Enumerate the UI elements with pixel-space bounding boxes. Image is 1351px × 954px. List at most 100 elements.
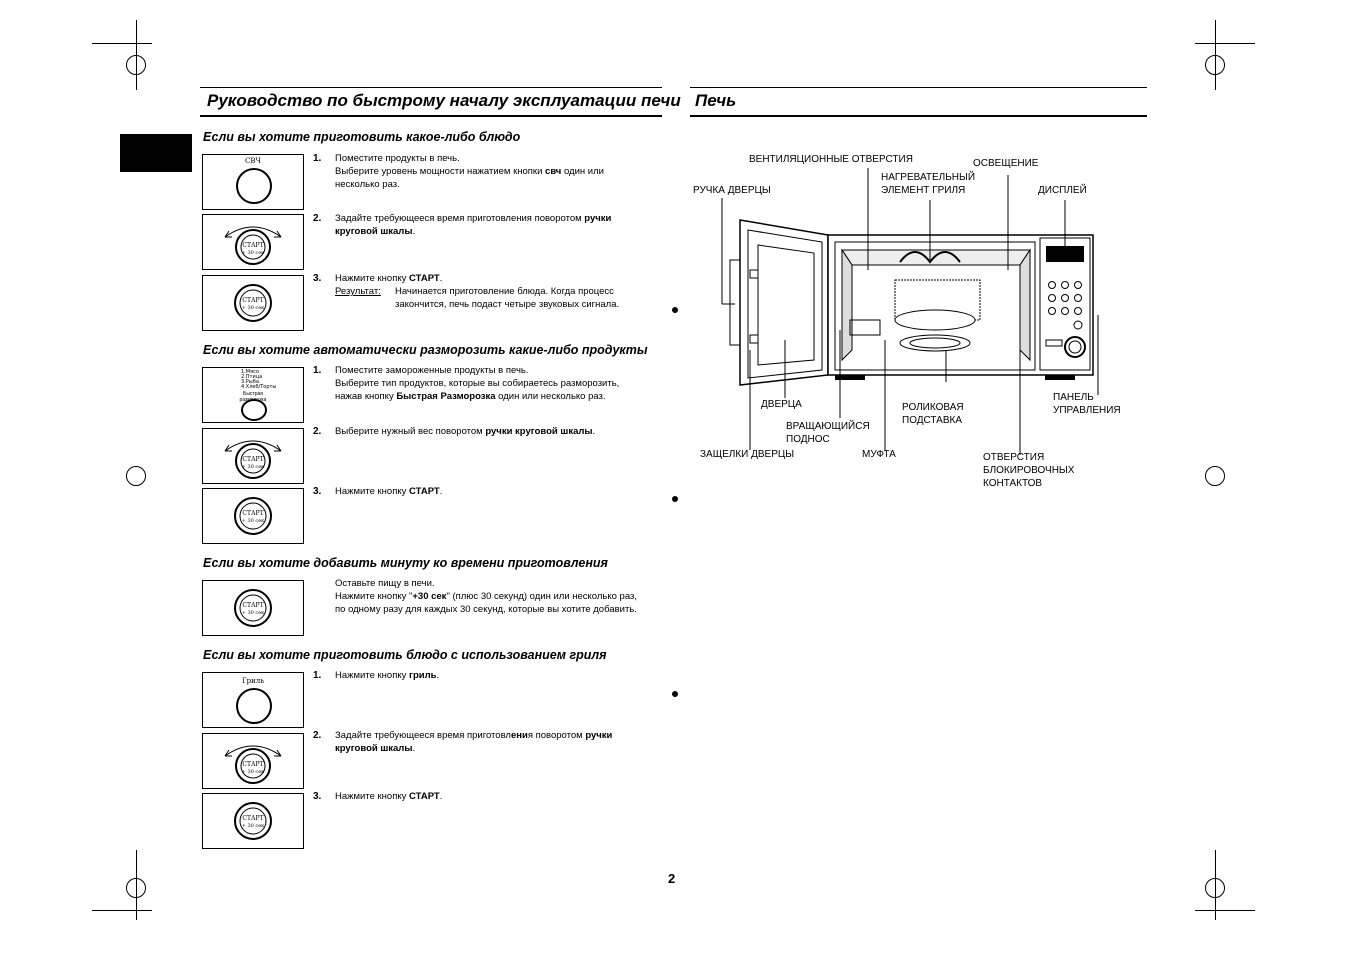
registration-mark [1205, 878, 1225, 898]
label-light: ОСВЕЩЕНИЕ [973, 158, 1039, 169]
step-line: Поместите замороженные продукты в печь. [335, 365, 529, 376]
label-line: ПОДНОС [786, 434, 830, 445]
svg-text:СТАРТ: СТАРТ [242, 602, 263, 609]
step-line: Поместите продукты в печь. [335, 153, 460, 164]
step-text: Нажмите кнопку СТАРТ. [335, 485, 665, 498]
step-keyword: ручки [585, 730, 613, 741]
label-line: РОЛИКОВАЯ [902, 402, 964, 413]
step-line: . [436, 670, 440, 681]
label-line: ПАНЕЛЬ [1053, 392, 1094, 403]
step-line: Нажмите кнопку [335, 486, 409, 497]
svch-button-icon [236, 168, 272, 204]
step-number: 1. [313, 670, 322, 681]
step-illustration-dial: СТАРТ + 30 сек [202, 733, 304, 789]
section-heading: Если вы хотите приготовить блюдо с испол… [203, 648, 607, 662]
oven-diagram [721, 168, 1099, 455]
start-button-icon: СТАРТ + 30 сек [234, 802, 272, 840]
step-line: нажав кнопку [335, 391, 397, 402]
label-tray: ВРАЩАЮЩИЙСЯ ПОДНОС [786, 420, 870, 446]
svg-text:+ 30 сек: + 30 сек [242, 464, 265, 470]
title-rule [200, 115, 662, 117]
start-button-icon: СТАРТ + 30 сек [234, 497, 272, 535]
svg-text:+ 30 сек: + 30 сек [242, 518, 265, 524]
right-page-title: Печь [695, 91, 737, 110]
label-line: КОНТАКТОВ [983, 478, 1043, 489]
step-line: я поворотом [527, 730, 586, 741]
step-number: 2. [313, 730, 322, 741]
step-line: . [412, 743, 416, 754]
label-line: УПРАВЛЕНИЯ [1053, 405, 1121, 416]
svg-text:СТАРТ: СТАРТ [242, 297, 263, 304]
step-line: Выберите нужный вес поворотом [335, 426, 486, 437]
svg-text:+ 30 сек: + 30 сек [242, 769, 265, 775]
title-rule-top [690, 87, 1147, 88]
step-keyword: ени [510, 730, 528, 741]
title-rule-top [200, 87, 662, 88]
step-keyword: ручки круговой шкалы [485, 426, 593, 437]
label-line: ПОДСТАВКА [902, 415, 963, 426]
step-number: 1. [313, 153, 322, 164]
label-line: ВРАЩАЮЩИЙСЯ [786, 421, 870, 432]
dial-knob-icon: СТАРТ + 30 сек [224, 226, 282, 265]
crop-mark [1195, 43, 1255, 44]
step-line: Выберите уровень мощности нажатием кнопк… [335, 166, 546, 177]
step-line: один или несколько раз. [495, 391, 606, 402]
section-heading: Если вы хотите приготовить какое-либо бл… [203, 130, 521, 144]
step-keyword: свч [545, 166, 562, 177]
step-keyword: круговой шкалы [335, 743, 413, 754]
left-page-title: Руководство по быстрому началу эксплуата… [207, 91, 681, 110]
defrost-list: 1.Мясо 2.Птица 3.Рыба 4.Хлеб/Торты [241, 370, 276, 390]
label-roller: РОЛИКОВАЯ ПОДСТАВКА [902, 401, 964, 427]
step-illustration-grill: Гриль [202, 672, 304, 728]
step-line: по одному разу для каждых 30 секунд, кот… [335, 604, 637, 615]
step-text: Выберите нужный вес поворотом ручки круг… [335, 425, 665, 438]
defrost-button-icon [241, 399, 267, 421]
step-text: Нажмите кнопку СТАРТ. [335, 790, 665, 803]
title-rule [690, 115, 1147, 117]
step-text: Нажмите кнопку гриль. [335, 669, 665, 682]
step-line: Задайте требующееся время приготовл [335, 730, 511, 741]
defrost-item: 4.Хлеб/Торты [241, 384, 277, 390]
binding-dot [672, 307, 678, 313]
grill-label: Гриль [241, 677, 265, 685]
svg-text:СТАРТ: СТАРТ [242, 761, 263, 768]
svg-text:СТАРТ: СТАРТ [242, 456, 263, 463]
step-text: Задайте требующееся время приготовления … [335, 212, 665, 238]
step-line: закончится, печь подаст четыре звуковых … [395, 299, 620, 310]
svg-text:СТАРТ: СТАРТ [242, 815, 263, 822]
step-line: несколько раз. [335, 179, 400, 190]
defrost-item: 2.Птица [241, 374, 263, 380]
label-control-panel: ПАНЕЛЬ УПРАВЛЕНИЯ [1053, 391, 1121, 417]
step-text: Нажмите кнопку СТАРТ. Результат:Начинает… [335, 272, 665, 311]
label-latches: ЗАЩЕЛКИ ДВЕРЦЫ [700, 449, 795, 460]
crop-mark [92, 910, 152, 911]
registration-mark [126, 466, 146, 486]
grill-button-icon [236, 688, 272, 724]
step-keyword: СТАРТ [409, 273, 440, 284]
registration-mark [1205, 466, 1225, 486]
step-keyword: круговой шкалы [335, 226, 413, 237]
step-illustration-defrost: 1.Мясо 2.Птица 3.Рыба 4.Хлеб/Торты Быстр… [202, 367, 304, 423]
step-line: . [592, 426, 596, 437]
svg-text:СТАРТ: СТАРТ [242, 510, 263, 517]
defrost-item: 3.Рыба [241, 379, 259, 385]
label-line: ЭЛЕМЕНТ ГРИЛЯ [881, 185, 966, 196]
binding-dot [672, 496, 678, 502]
svg-text:+ 30 сек: + 30 сек [242, 250, 265, 256]
step-line: . [412, 226, 416, 237]
step-line: " (плюс 30 секунд) один или несколько ра… [446, 591, 638, 602]
label-vent: ВЕНТИЛЯЦИОННЫЕ ОТВЕРСТИЯ [749, 154, 913, 165]
step-illustration-dial: СТАРТ + 30 сек [202, 428, 304, 484]
step-illustration-start: СТАРТ + 30 сек [202, 793, 304, 849]
page-number: 2 [668, 871, 676, 886]
step-line: Нажмите кнопку [335, 670, 409, 681]
step-line: . [439, 486, 443, 497]
registration-mark [1205, 55, 1225, 75]
dial-knob-icon: СТАРТ + 30 сек [224, 745, 282, 784]
step-number: 2. [313, 213, 322, 224]
step-text: Поместите замороженные продукты в печь. … [335, 364, 665, 403]
step-keyword: ручки [584, 213, 612, 224]
svch-label: СВЧ [245, 157, 261, 165]
svg-text:СТАРТ: СТАРТ [242, 242, 263, 249]
step-number: 1. [313, 365, 322, 376]
